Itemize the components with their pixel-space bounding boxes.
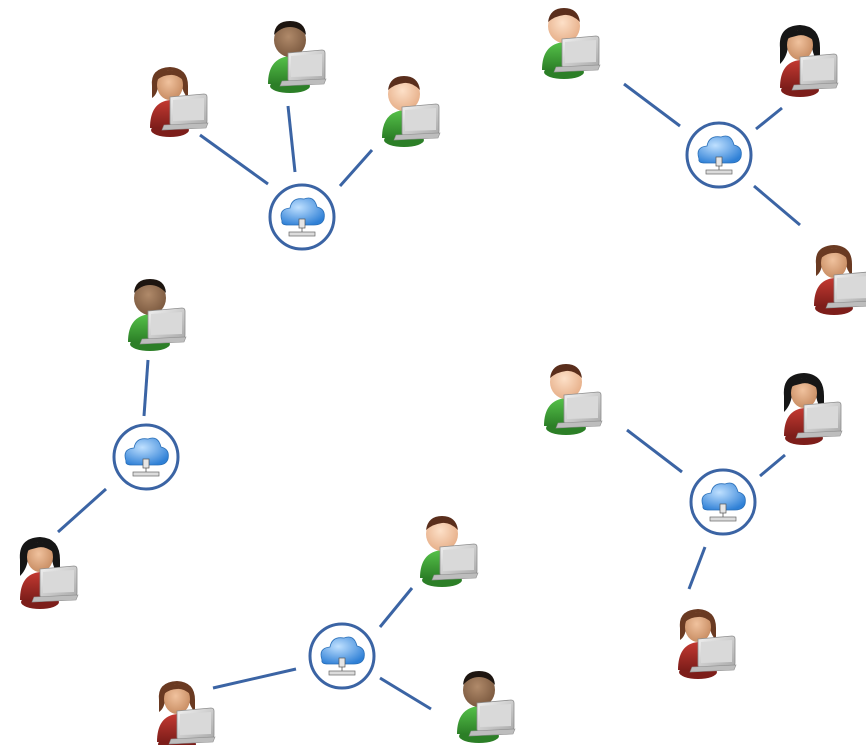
cloud-icon	[320, 636, 365, 665]
server-icon	[709, 503, 737, 522]
green-person-with-laptop-icon	[128, 279, 187, 351]
network-middle-left-link	[56, 487, 108, 534]
cloud-server-icon	[268, 183, 336, 251]
network-bottom-center-link	[212, 667, 297, 690]
network-top-right-link	[755, 106, 783, 131]
green-person-with-laptop-icon	[457, 671, 516, 743]
server-icon	[705, 156, 733, 175]
network-bottom-right-link	[687, 546, 707, 590]
network-top-right-link	[753, 184, 801, 227]
server-icon	[288, 218, 316, 237]
network-top-right-link	[623, 82, 681, 128]
red-person-with-laptop-icon	[678, 609, 737, 679]
green-person-with-laptop-icon	[542, 8, 601, 79]
cloud-icon	[124, 437, 169, 466]
red-person-with-laptop-icon	[814, 245, 866, 315]
network-top-left-link	[286, 105, 297, 173]
network-bottom-right-link	[759, 453, 786, 478]
red-person-with-laptop-icon	[157, 681, 216, 745]
cloud-server-icon	[685, 121, 753, 189]
network-bottom-right-link	[626, 428, 683, 474]
network-top-left-link	[338, 149, 374, 187]
red-person-with-laptop-icon	[19, 537, 79, 609]
red-person-with-laptop-icon	[150, 67, 209, 137]
network-bottom-center-link	[378, 587, 414, 628]
cloud-icon	[280, 197, 325, 226]
server-icon	[132, 458, 160, 477]
green-person-with-laptop-icon	[382, 76, 441, 147]
red-person-with-laptop-icon	[779, 25, 839, 97]
network-top-left-link	[199, 133, 269, 186]
cloud-icon	[697, 135, 742, 164]
hubs-layer	[112, 121, 757, 690]
green-person-with-laptop-icon	[420, 516, 479, 587]
red-person-with-laptop-icon	[783, 373, 843, 445]
network-bottom-center-link	[379, 676, 432, 711]
cloud-server-icon	[689, 468, 757, 536]
links-layer	[56, 82, 801, 711]
cloud-icon	[701, 482, 746, 511]
cloud-server-icon	[308, 622, 376, 690]
cloud-server-icon	[112, 423, 180, 491]
green-person-with-laptop-icon	[268, 21, 327, 93]
server-icon	[328, 657, 356, 676]
network-middle-left-link	[142, 359, 150, 417]
green-person-with-laptop-icon	[544, 364, 603, 435]
